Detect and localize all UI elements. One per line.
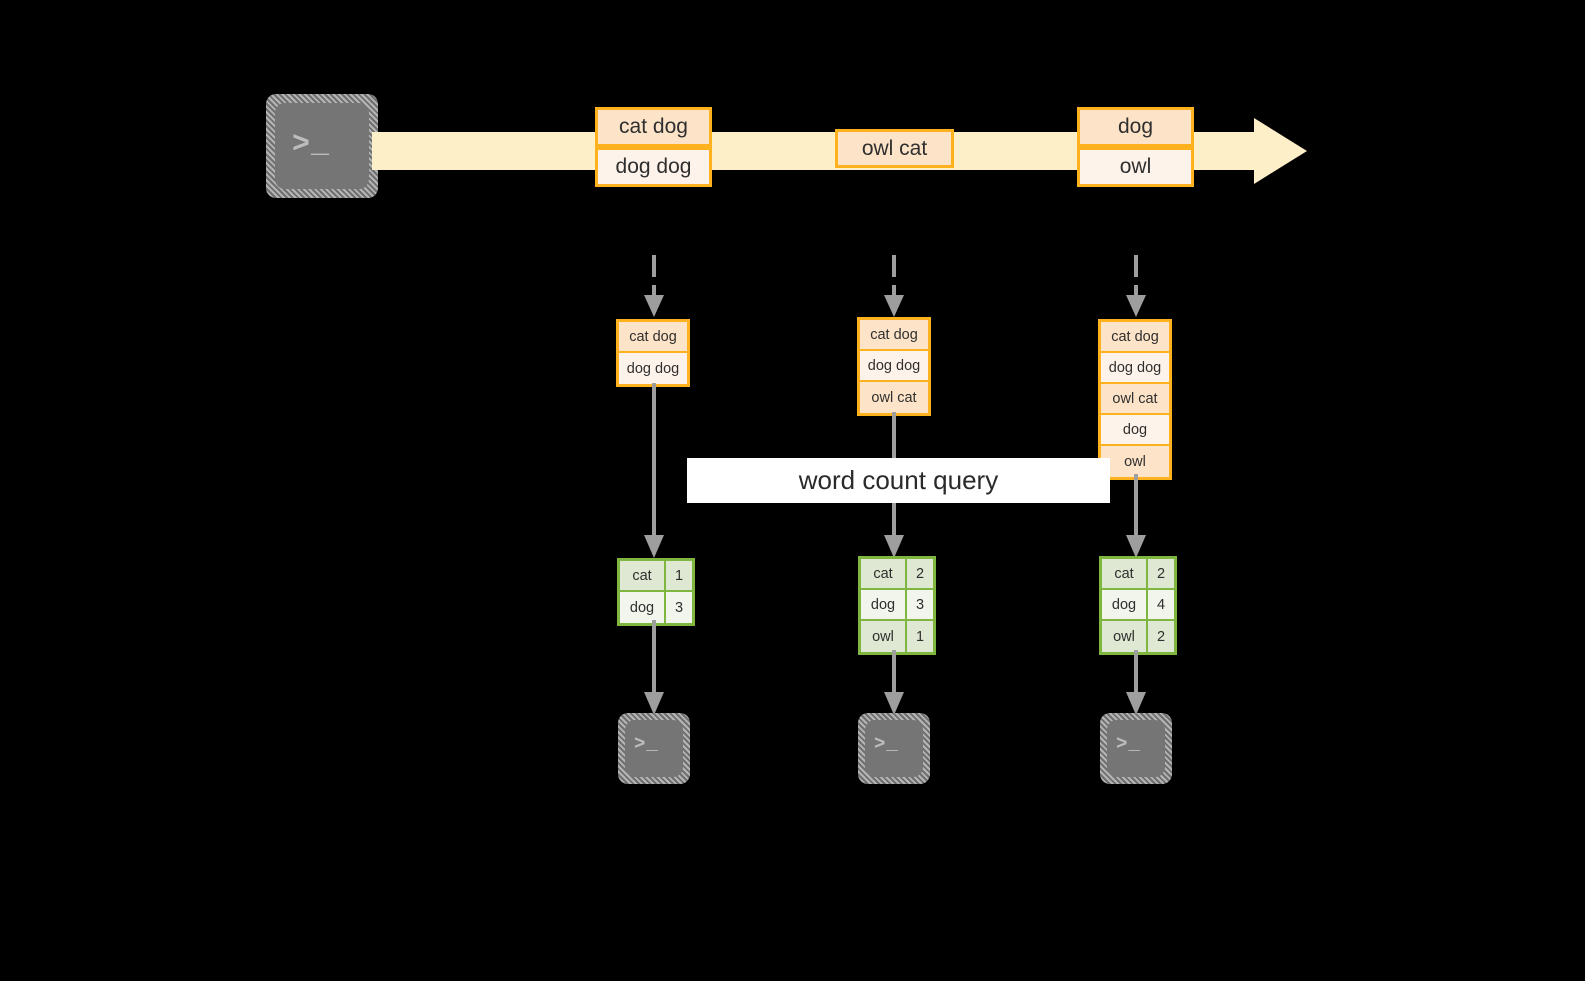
- word-count-result-table: cat 1 dog 3: [617, 558, 695, 626]
- word-count-result-table: cat 2 dog 4 owl 2: [1099, 556, 1177, 655]
- sink-terminal-icon: >_: [858, 713, 930, 784]
- terminal-screen: [1107, 720, 1165, 777]
- table-row: dog 3: [620, 592, 692, 623]
- sink-terminal-icon: >_: [618, 713, 690, 784]
- buffer-stack: cat dog dog dog owl cat dog owl: [1098, 319, 1172, 480]
- buffer-row: dog dog: [619, 353, 687, 384]
- buffer-row: owl cat: [860, 382, 928, 413]
- table-cell-word: dog: [620, 592, 666, 623]
- stream-record-line: dog: [1077, 107, 1194, 147]
- table-cell-count: 4: [1148, 590, 1174, 619]
- terminal-prompt-glyph: >_: [634, 733, 659, 755]
- buffer-row: cat dog: [860, 320, 928, 351]
- buffer-stack: cat dog dog dog owl cat: [857, 317, 931, 416]
- terminal-prompt-glyph: >_: [292, 128, 331, 162]
- table-row: owl 2: [1102, 621, 1174, 652]
- terminal-screen: [625, 720, 683, 777]
- sink-connector: [1122, 650, 1150, 717]
- table-cell-word: cat: [1102, 559, 1148, 588]
- buffer-row: dog dog: [860, 351, 928, 382]
- table-cell-word: owl: [1102, 621, 1148, 652]
- table-row: dog 3: [861, 590, 933, 621]
- query-connector: [640, 383, 668, 560]
- word-count-result-table: cat 2 dog 3 owl 1: [858, 556, 936, 655]
- table-cell-word: cat: [620, 561, 666, 590]
- buffer-row: cat dog: [619, 322, 687, 353]
- table-row: cat 2: [861, 559, 933, 590]
- table-cell-count: 2: [1148, 559, 1174, 588]
- table-cell-word: dog: [861, 590, 907, 619]
- buffer-row: dog: [1101, 415, 1169, 446]
- table-cell-word: cat: [861, 559, 907, 588]
- buffer-stack: cat dog dog dog: [616, 319, 690, 387]
- snapshot-tap-connector: [640, 255, 668, 320]
- table-cell-count: 1: [907, 621, 933, 652]
- buffer-row: cat dog: [1101, 322, 1169, 353]
- table-cell-count: 3: [666, 592, 692, 623]
- buffer-row: owl: [1101, 446, 1169, 477]
- table-cell-count: 2: [1148, 621, 1174, 652]
- table-row: cat 1: [620, 561, 692, 592]
- table-row: owl 1: [861, 621, 933, 652]
- terminal-prompt-glyph: >_: [1116, 733, 1141, 755]
- buffer-row: dog dog: [1101, 353, 1169, 384]
- table-cell-count: 3: [907, 590, 933, 619]
- table-cell-word: owl: [861, 621, 907, 652]
- stream-record-line: owl: [1077, 147, 1194, 187]
- source-terminal-icon: >_: [266, 94, 378, 198]
- terminal-prompt-glyph: >_: [874, 733, 899, 755]
- terminal-screen: [865, 720, 923, 777]
- table-row: cat 2: [1102, 559, 1174, 590]
- table-cell-count: 1: [666, 561, 692, 590]
- query-connector: [1122, 474, 1150, 560]
- table-cell-count: 2: [907, 559, 933, 588]
- table-row: dog 4: [1102, 590, 1174, 621]
- sink-terminal-icon: >_: [1100, 713, 1172, 784]
- snapshot-tap-connector: [880, 255, 908, 320]
- snapshot-tap-connector: [1122, 255, 1150, 320]
- table-cell-word: dog: [1102, 590, 1148, 619]
- sink-connector: [640, 620, 668, 717]
- buffer-row: owl cat: [1101, 384, 1169, 415]
- query-banner: word count query: [687, 458, 1110, 503]
- sink-connector: [880, 650, 908, 717]
- terminal-screen: [275, 103, 369, 189]
- stream-record-line: dog dog: [595, 147, 712, 187]
- stream-record-line: cat dog: [595, 107, 712, 147]
- stream-record-line: owl cat: [835, 129, 954, 168]
